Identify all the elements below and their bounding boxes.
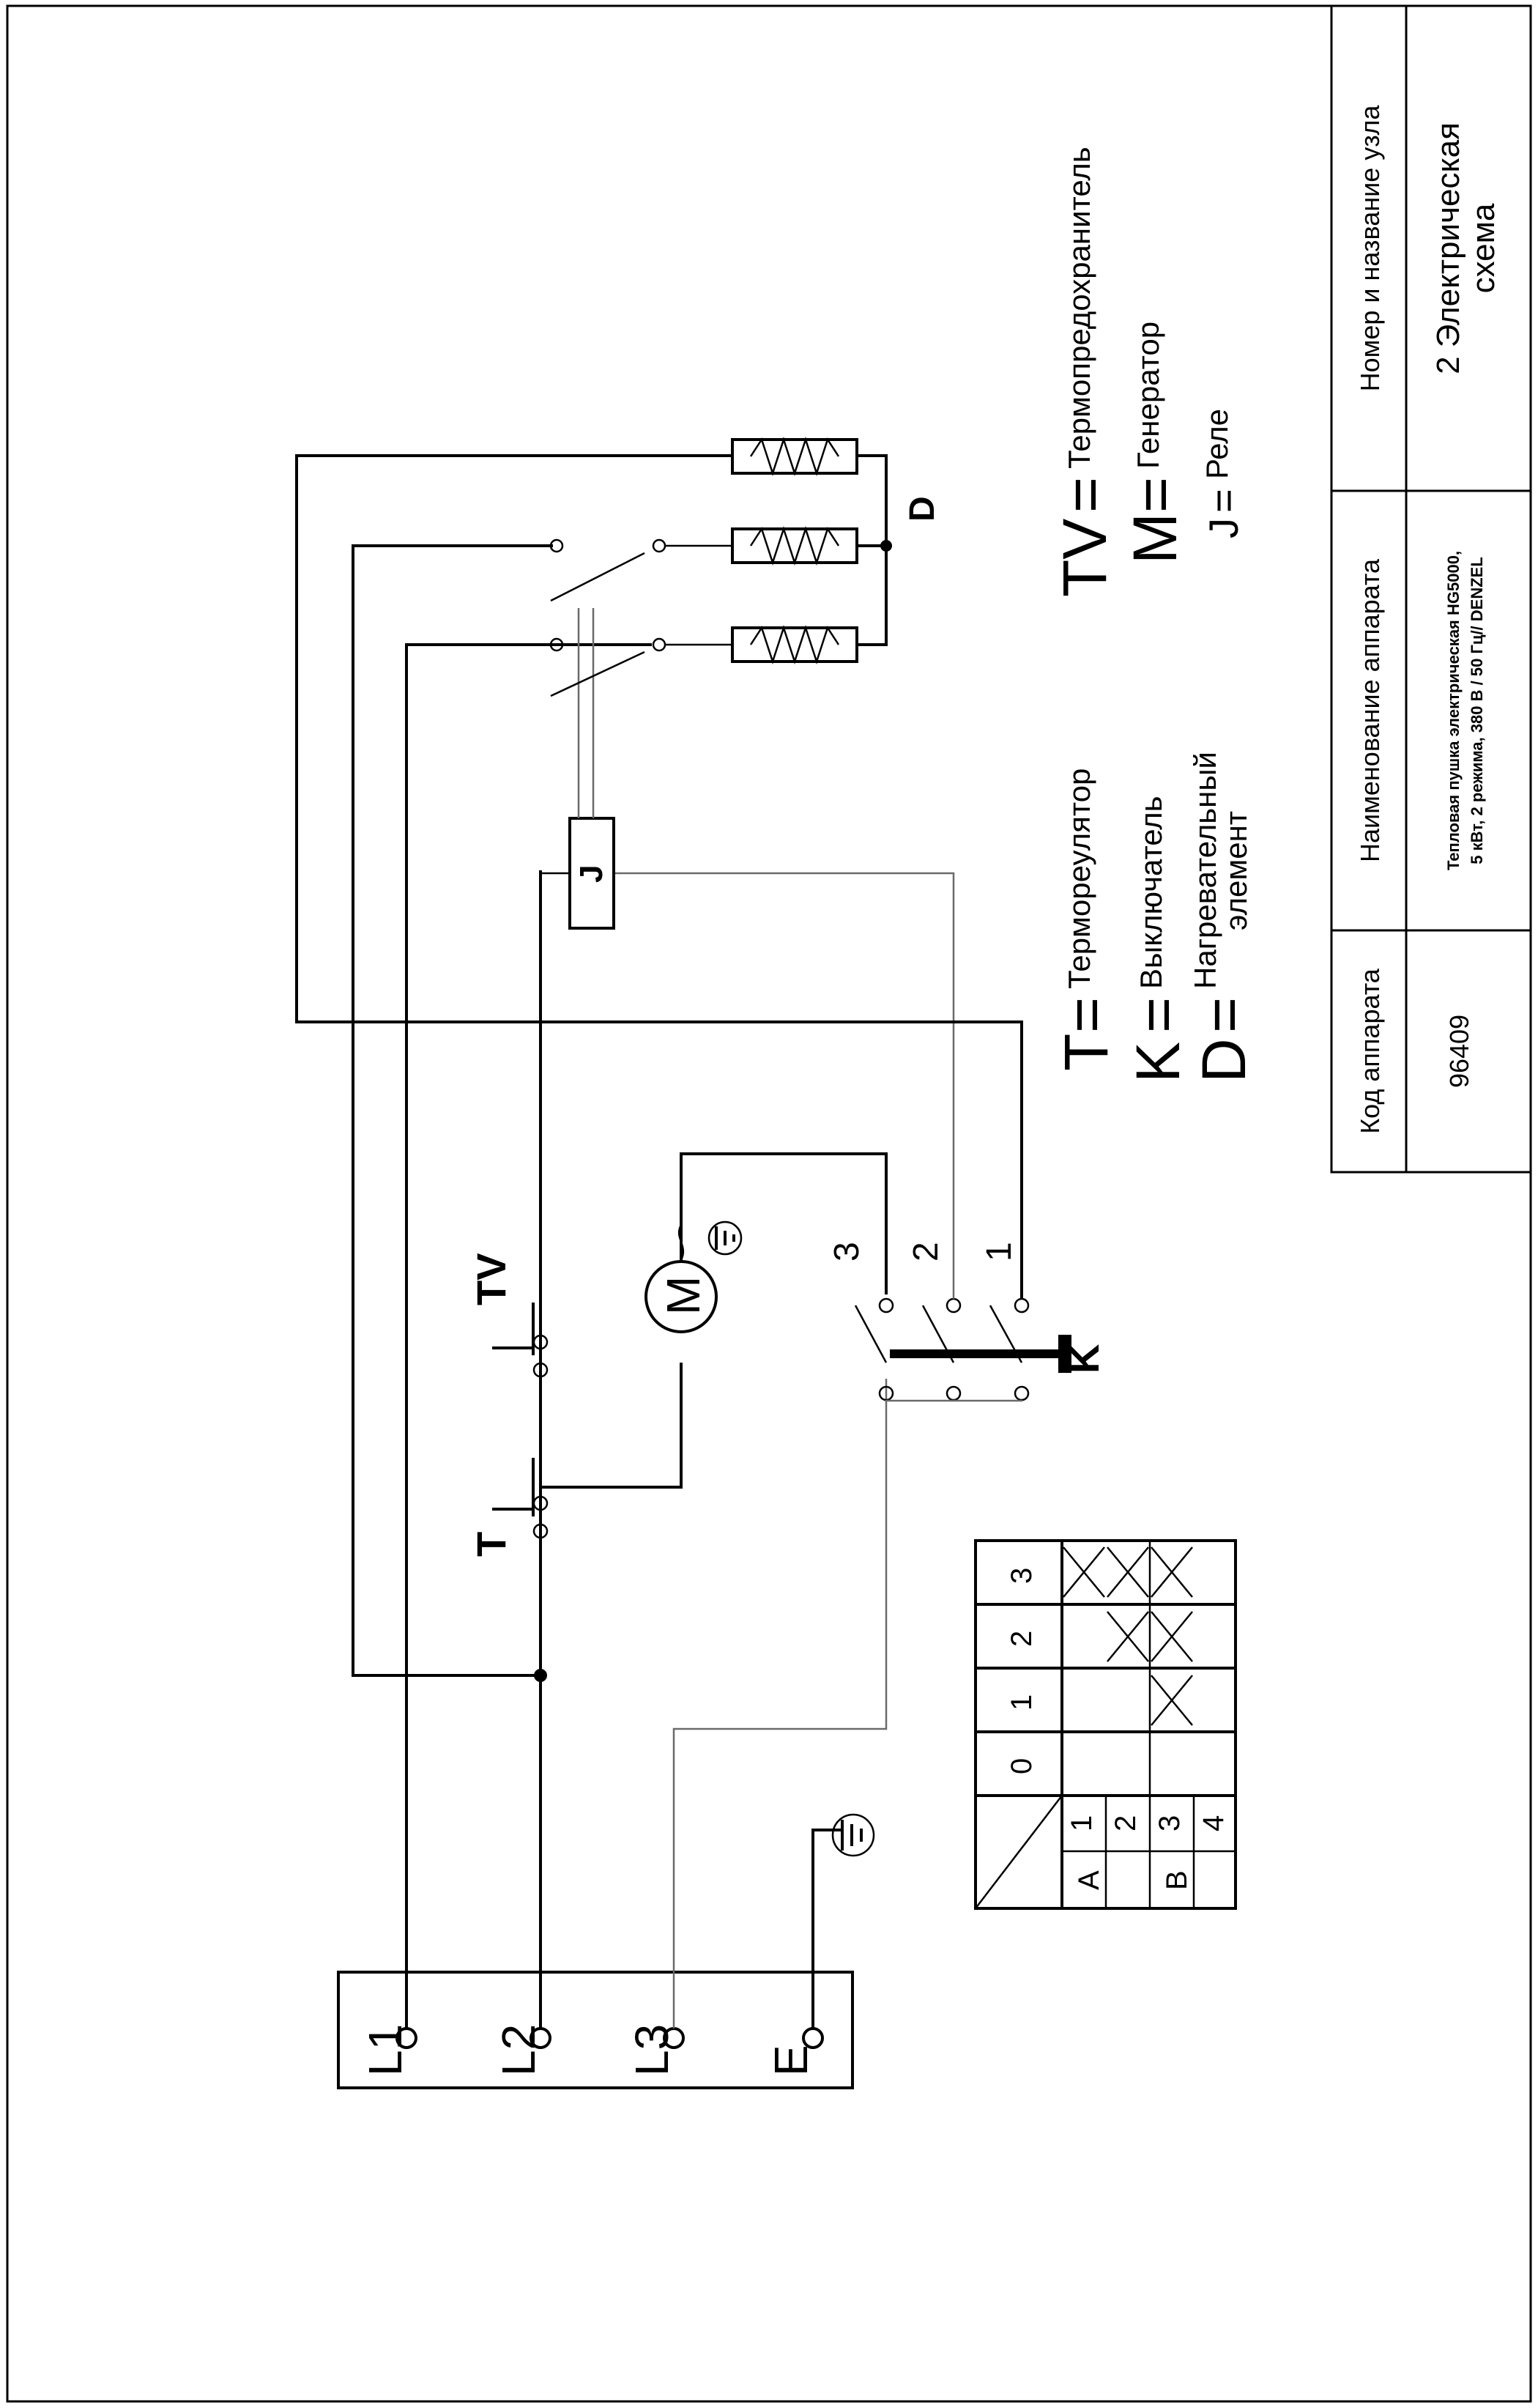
legend-K-symbol: K	[1123, 1042, 1192, 1083]
terminal-L3-label: L3	[625, 2024, 678, 2076]
node-value-line2: схема	[1465, 203, 1501, 293]
node-value-line1: 2 Электрическая	[1430, 122, 1466, 374]
wire-K2-to-J	[614, 872, 955, 1299]
legend-D-text-line1: Нагревательный	[1188, 752, 1222, 989]
code-value: 96409	[1444, 1015, 1474, 1088]
terminal-L2: L2	[492, 2024, 551, 2076]
wire-L1	[405, 643, 652, 2029]
legend-J-text: Реле	[1200, 409, 1234, 479]
thermal-fuse-TV: TV	[468, 1253, 549, 1378]
legend-TV-eq: =	[1050, 477, 1119, 513]
legend: T = Термореулятор K = Выключатель D = На…	[1050, 147, 1258, 1083]
legend-D-text-line2: элемент	[1219, 811, 1253, 930]
switch-pos-1: 1	[980, 1242, 1019, 1262]
mode-col-0: 0	[1006, 1758, 1038, 1774]
legend-T-symbol: T	[1052, 1034, 1121, 1071]
wire-E	[811, 1829, 842, 2029]
drawing-frame	[6, 4, 1532, 2403]
schematic: L1 L2 L3 E	[295, 436, 1107, 2089]
name-value-line2: 5 кВт, 2 режима, 380 В / 50 Гц// DENZEL	[1468, 557, 1486, 864]
mode-group-B: B	[1161, 1870, 1193, 1890]
legend-J-eq: =	[1200, 489, 1247, 513]
thermostat-T-label: T	[468, 1532, 514, 1557]
thermostat-T: T	[468, 1458, 549, 1557]
switch-pos-2: 2	[907, 1242, 946, 1262]
relay-J: J	[568, 608, 615, 930]
motor-ground-icon	[707, 1220, 743, 1256]
terminal-L1-label: L1	[359, 2024, 412, 2076]
legend-D-eq: =	[1189, 997, 1258, 1033]
wire-L2-to-J	[539, 870, 570, 875]
mode-col-2: 2	[1006, 1631, 1038, 1647]
legend-M-symbol: M	[1121, 513, 1189, 564]
mode-col-3: 3	[1006, 1568, 1038, 1584]
wire-L3	[672, 1379, 888, 2029]
switch-K-label: K	[1061, 1344, 1107, 1374]
legend-TV-text: Термопредохранитель	[1062, 147, 1096, 469]
relay-J-label: J	[573, 865, 609, 883]
wire-K1-to-heater	[295, 454, 1023, 1299]
motor-M: M	[644, 1224, 718, 1333]
node-header: Номер и название узла	[1355, 105, 1385, 392]
terminal-L1: L1	[359, 2024, 417, 2076]
mode-table: 3 2 1 0 A B 1 2 3 4	[974, 1539, 1237, 1910]
mode-row-4: 4	[1197, 1815, 1230, 1831]
legend-M-eq: =	[1121, 477, 1189, 513]
relay-contacts	[549, 538, 732, 697]
motor-M-label: M	[657, 1276, 710, 1315]
terminal-E: E	[765, 2027, 824, 2076]
legend-J-symbol: J	[1200, 518, 1247, 538]
ground-icon	[831, 1813, 875, 1857]
legend-D-symbol: D	[1189, 1038, 1258, 1083]
legend-K-text: Выключатель	[1134, 796, 1168, 989]
mode-row-1: 1	[1066, 1815, 1098, 1831]
code-header: Код аппарата	[1355, 968, 1385, 1134]
heating-elements-D-label: D	[903, 496, 942, 522]
title-block: Номер и название узла 2 Электрическая сх…	[1330, 4, 1532, 1174]
wire-T-to-motor	[540, 1363, 683, 1489]
thermal-fuse-TV-label: TV	[468, 1253, 514, 1305]
mode-row-2: 2	[1110, 1815, 1142, 1831]
switch-K: K 3 2 1	[828, 1242, 1107, 1402]
terminal-L2-label: L2	[492, 2024, 545, 2076]
legend-K-eq: =	[1123, 997, 1192, 1033]
legend-TV-symbol: TV	[1050, 519, 1119, 597]
legend-T-eq: =	[1052, 997, 1121, 1033]
mode-group-A: A	[1073, 1870, 1105, 1890]
mode-row-3: 3	[1154, 1815, 1186, 1831]
wire-motor-to-switch	[680, 1152, 888, 1294]
heating-elements-D: D	[731, 436, 942, 665]
mode-col-1: 1	[1006, 1694, 1038, 1711]
name-header: Наименование аппарата	[1355, 558, 1385, 862]
wire-L2-top	[352, 544, 553, 1677]
terminal-block	[337, 1971, 854, 2089]
mode-marks	[1063, 1546, 1193, 1726]
terminal-L3: L3	[625, 2024, 685, 2076]
legend-M-text: Генератор	[1131, 322, 1165, 469]
terminal-E-label: E	[765, 2045, 817, 2076]
legend-T-text: Термореулятор	[1062, 768, 1096, 989]
name-value-line1: Тепловая пушка электрическая HG5000,	[1444, 551, 1463, 870]
switch-pos-3: 3	[828, 1242, 866, 1262]
